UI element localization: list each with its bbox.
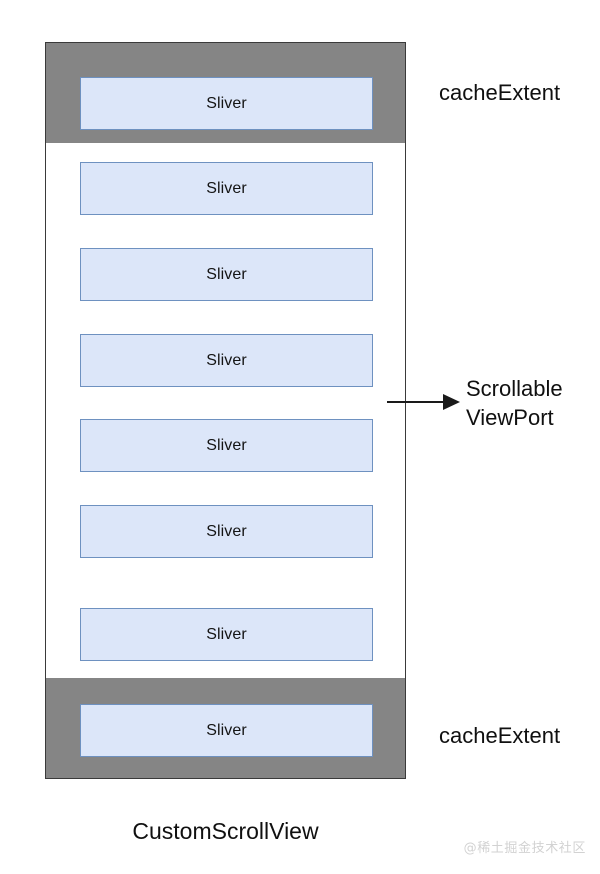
- label-cache-extent-top: cacheExtent: [439, 80, 561, 105]
- sliver-label: Sliver: [206, 436, 247, 454]
- label-cache-extent-bottom: cacheExtent: [439, 723, 561, 748]
- sliver-box-cache-top-1: Sliver: [80, 77, 373, 130]
- sliver-box-viewport-5: Sliver: [80, 505, 373, 558]
- sliver-label: Sliver: [206, 625, 247, 643]
- label-scrollable-viewport-line1: Scrollable: [466, 376, 563, 401]
- customscrollview-container: Sliver Sliver Sliver Sliver Sliver Slive…: [45, 42, 406, 779]
- sliver-label: Sliver: [206, 522, 247, 540]
- sliver-label: Sliver: [206, 94, 247, 112]
- sliver-label: Sliver: [206, 265, 247, 283]
- sliver-label: Sliver: [206, 179, 247, 197]
- sliver-box-viewport-2: Sliver: [80, 248, 373, 301]
- sliver-box-viewport-4: Sliver: [80, 419, 373, 472]
- sliver-label: Sliver: [206, 351, 247, 369]
- label-scrollable-viewport-line2: ViewPort: [466, 405, 554, 430]
- sliver-box-viewport-1: Sliver: [80, 162, 373, 215]
- sliver-box-viewport-3: Sliver: [80, 334, 373, 387]
- label-scrollable-viewport: Scrollable ViewPort: [466, 374, 563, 432]
- sliver-box-viewport-6: Sliver: [80, 608, 373, 661]
- cache-extent-band-top: Sliver: [46, 43, 405, 143]
- watermark-text: @稀土掘金技术社区: [463, 841, 586, 856]
- sliver-box-cache-bottom-1: Sliver: [80, 704, 373, 757]
- cache-extent-band-bottom: Sliver: [46, 678, 405, 778]
- caption-customscrollview: CustomScrollView: [132, 818, 319, 844]
- scrollable-viewport-region[interactable]: Sliver Sliver Sliver Sliver Sliver Slive…: [46, 143, 405, 680]
- viewport-pointer-arrow: [387, 394, 460, 410]
- sliver-label: Sliver: [206, 721, 247, 739]
